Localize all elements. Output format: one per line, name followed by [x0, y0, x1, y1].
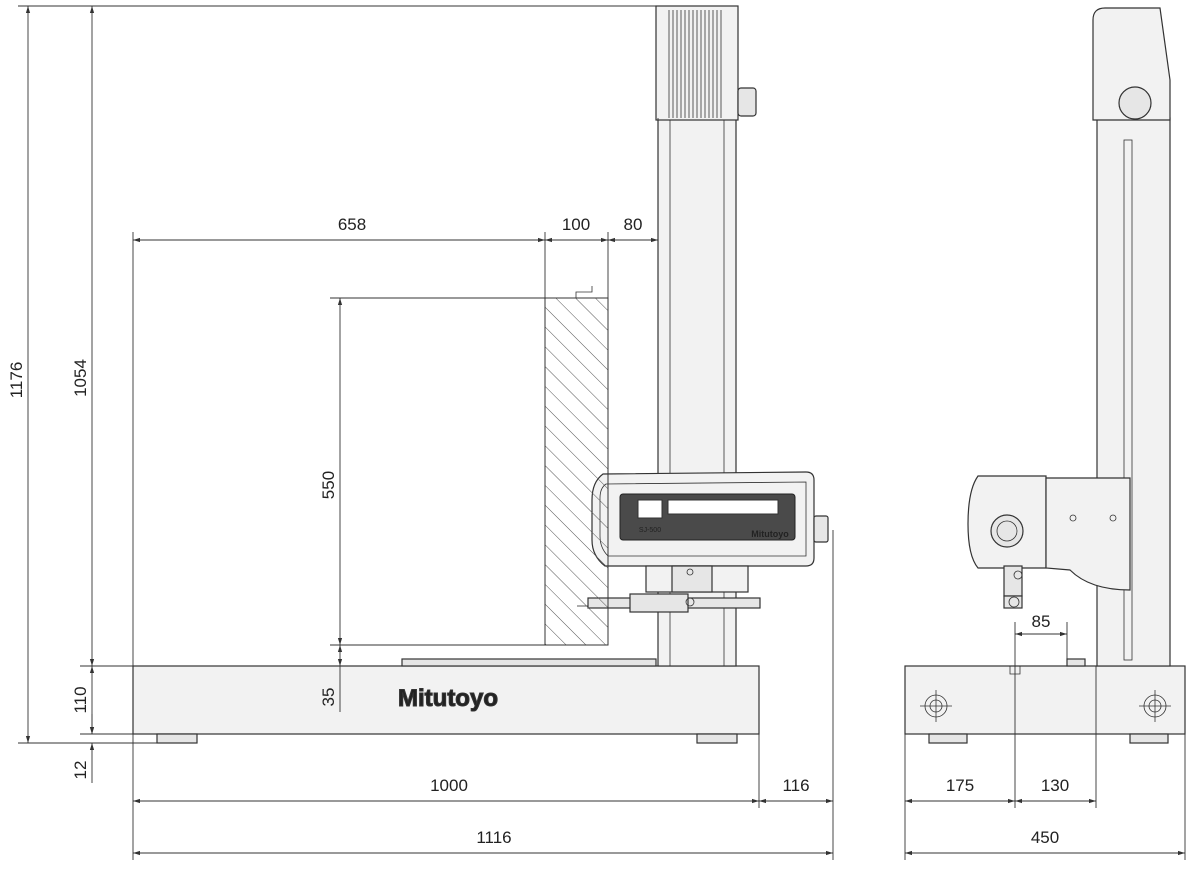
dim-550: 550: [319, 471, 338, 499]
dim-658: 658: [338, 215, 366, 234]
side-dimensions: 85 175 130 450: [904, 612, 1186, 860]
column-cap-ribs: [668, 10, 722, 118]
front-dimensions: 1176 1054 110 12 550 35 658 100 80 1000 …: [7, 5, 834, 860]
base-side: [904, 665, 1186, 735]
base-front-table-plate: [401, 658, 657, 667]
foot-right: [696, 733, 738, 744]
side-view: [904, 7, 1186, 744]
display-button: [637, 499, 663, 519]
leveling-screw-left: [920, 690, 952, 722]
dim-side-130: 130: [1041, 776, 1069, 795]
display-scale: [667, 499, 779, 515]
dim-116: 116: [782, 776, 809, 795]
unit-logo: Mitutoyo: [751, 529, 789, 539]
column-knob-side: [1118, 86, 1152, 120]
dim-1054: 1054: [71, 359, 90, 397]
front-view: Mitutoyo Mitutoyo: [132, 5, 829, 744]
dim-1176: 1176: [7, 362, 26, 399]
foot-left: [156, 733, 198, 744]
dim-1116: 1116: [476, 828, 511, 847]
dim-100: 100: [562, 215, 590, 234]
leveling-screw-right: [1139, 690, 1171, 722]
dim-1000: 1000: [430, 776, 468, 795]
base-logo: Mitutoyo: [398, 685, 498, 712]
dim-80: 80: [624, 215, 643, 234]
workpiece: [544, 297, 609, 646]
dim-110: 110: [71, 686, 90, 713]
dim-side-175: 175: [946, 776, 974, 795]
carriage-side: [1045, 477, 1131, 591]
detector-side: [1003, 565, 1023, 597]
dim-side-85: 85: [1032, 612, 1051, 631]
column-cap-side: [1092, 7, 1171, 121]
drive-side-knob: [813, 515, 829, 543]
dim-12: 12: [71, 761, 90, 780]
dim-35: 35: [319, 688, 338, 707]
dim-side-450: 450: [1031, 828, 1059, 847]
model-label: SJ-500: [639, 527, 661, 534]
column-knob: [737, 87, 757, 117]
base-front: [132, 665, 760, 735]
